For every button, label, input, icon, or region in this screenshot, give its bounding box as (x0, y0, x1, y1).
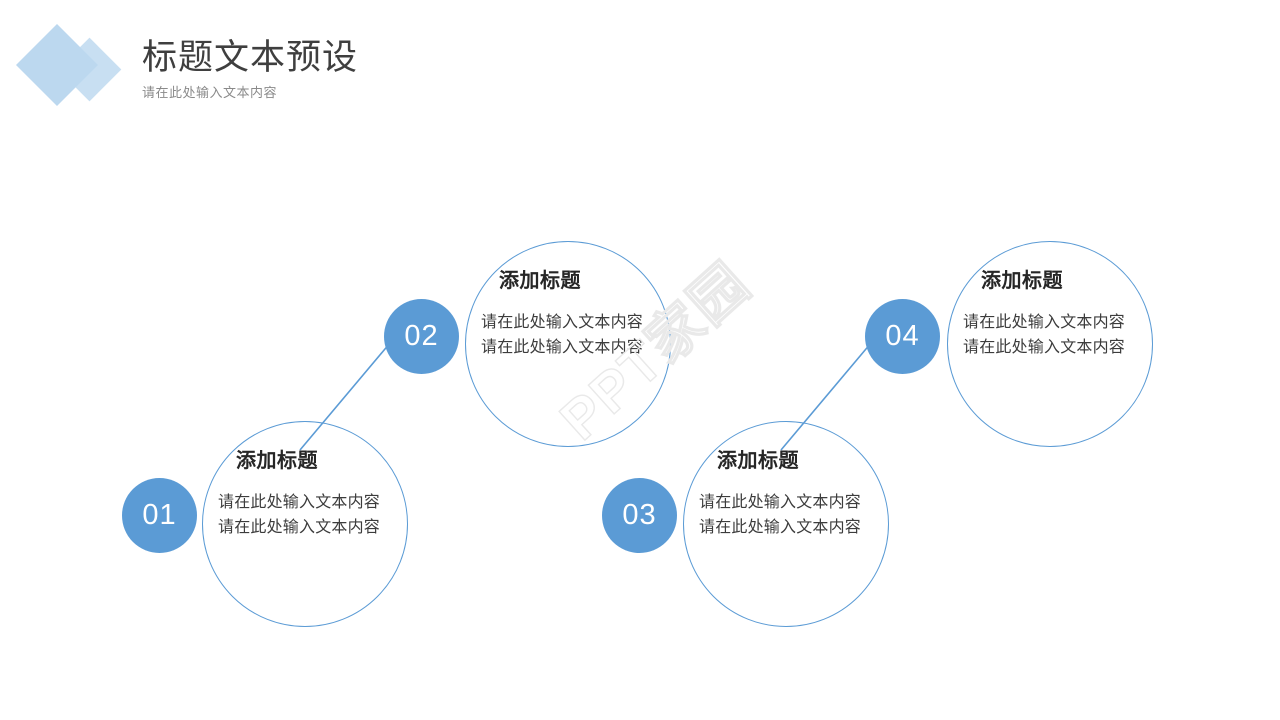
node-number-04: 04 (885, 320, 920, 352)
node-ring-04 (947, 241, 1153, 447)
node-title-03: 添加标题 (717, 450, 799, 472)
node-ring-01 (202, 421, 408, 627)
node-title-01: 添加标题 (236, 450, 318, 472)
node-badge-01[interactable]: 01 (122, 478, 197, 553)
node-title-02: 添加标题 (499, 270, 581, 292)
node-badge-02[interactable]: 02 (384, 299, 459, 374)
node-number-01: 01 (142, 499, 177, 531)
page-title: 标题文本预设 (142, 38, 359, 77)
node-badge-03[interactable]: 03 (602, 478, 677, 553)
node-content-02: 添加标题 请在此处输入文本内容请在此处输入文本内容 (481, 268, 653, 360)
page-subtitle: 请在此处输入文本内容 (142, 85, 278, 100)
node-ring-02 (465, 241, 671, 447)
node-content-04: 添加标题 请在此处输入文本内容请在此处输入文本内容 (963, 268, 1135, 360)
node-content-01: 添加标题 请在此处输入文本内容请在此处输入文本内容 (218, 448, 390, 540)
node-content-03: 添加标题 请在此处输入文本内容请在此处输入文本内容 (699, 448, 871, 540)
node-body-01: 请在此处输入文本内容请在此处输入文本内容 (218, 494, 381, 536)
header-text-block: 标题文本预设 请在此处输入文本内容 (142, 36, 662, 102)
node-badge-04[interactable]: 04 (865, 299, 940, 374)
node-number-03: 03 (622, 499, 657, 531)
node-body-03: 请在此处输入文本内容请在此处输入文本内容 (699, 494, 862, 536)
node-title-04: 添加标题 (981, 270, 1063, 292)
node-number-02: 02 (404, 320, 439, 352)
node-body-02: 请在此处输入文本内容请在此处输入文本内容 (481, 314, 644, 356)
node-body-04: 请在此处输入文本内容请在此处输入文本内容 (963, 314, 1126, 356)
node-ring-03 (683, 421, 889, 627)
